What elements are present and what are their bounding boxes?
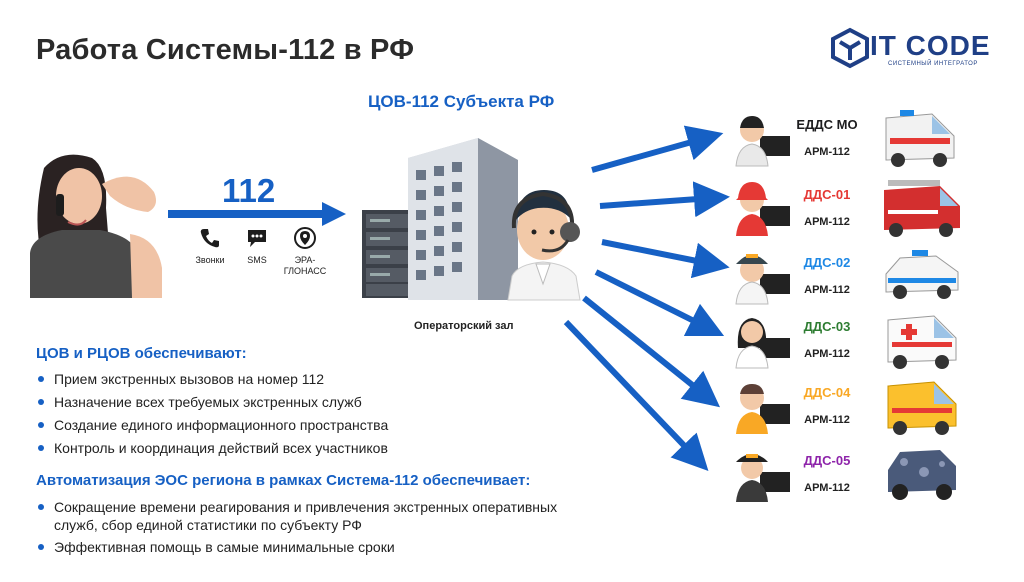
list-item: Прием экстренных вызовов на номер 112 bbox=[36, 370, 636, 393]
service-subtitle: АРМ-112 bbox=[804, 414, 850, 426]
channel-label: ЭРА- ГЛОНАСС bbox=[283, 255, 327, 276]
call-arrow bbox=[168, 202, 348, 226]
operator-illustration bbox=[498, 180, 588, 301]
call-number: 112 bbox=[222, 172, 276, 209]
arrow-right-icon bbox=[168, 202, 346, 226]
operator-headset-icon bbox=[507, 190, 581, 301]
channel-calls: Звонки bbox=[180, 226, 240, 265]
arrow-to-dds02 bbox=[601, 239, 730, 279]
list-item: Создание единого информационного простра… bbox=[36, 416, 636, 439]
service-subtitle: АРМ-112 bbox=[804, 146, 850, 158]
logo-text: IT CODE bbox=[870, 30, 991, 61]
service-name: ДДС-02 bbox=[803, 255, 851, 270]
dispatcher-icon bbox=[735, 116, 790, 167]
service-subtitle: АРМ-112 bbox=[804, 216, 850, 228]
gas-dispatcher-icon bbox=[736, 384, 790, 434]
list-item: Назначение всех требуемых экстренных слу… bbox=[36, 393, 636, 416]
service-name: ДДС-05 bbox=[803, 453, 851, 468]
bullet-dot bbox=[38, 376, 44, 382]
list-item-text: Назначение всех требуемых экстренных слу… bbox=[54, 394, 362, 410]
operator-hall-label: Операторский зал bbox=[414, 320, 514, 332]
gas-service-van-icon bbox=[887, 381, 957, 435]
sms-icon bbox=[248, 230, 266, 247]
service-subtitle: АРМ-112 bbox=[804, 482, 850, 494]
service-row-dds02: ДДС-02 АРМ-112 bbox=[732, 248, 972, 310]
channel-label: SMS bbox=[247, 255, 267, 265]
phone-icon bbox=[200, 229, 219, 248]
service-subtitle: АРМ-112 bbox=[804, 284, 850, 296]
list-item-text: Сокращение времени реагирования и привле… bbox=[54, 499, 558, 533]
section1-list: Прием экстренных вызовов на номер 112 На… bbox=[36, 370, 636, 462]
caller-person-icon bbox=[30, 154, 162, 298]
fire-truck-icon bbox=[884, 180, 960, 237]
list-item-text: Контроль и координация действий всех уча… bbox=[54, 440, 388, 456]
service-row-edds: ЕДДС МО АРМ-112 bbox=[732, 110, 972, 172]
service-name: ЕДДС МО bbox=[796, 117, 858, 132]
service-row-dds05: ДДС-05 АРМ-112 bbox=[732, 446, 972, 508]
bullet-dot bbox=[38, 399, 44, 405]
logo-cube-icon bbox=[831, 27, 869, 69]
channel-label: Звонки bbox=[195, 255, 225, 265]
ambulance-icon bbox=[887, 315, 957, 369]
map-pin-icon bbox=[294, 227, 316, 249]
arrow-to-dds03 bbox=[594, 269, 725, 337]
section2-heading: Автоматизация ЭОС региона в рамках Систе… bbox=[36, 472, 531, 489]
center-title: ЦОВ-112 Субъекта РФ bbox=[368, 92, 555, 111]
list-item: Эффективная помощь в самые минимальные с… bbox=[36, 538, 676, 560]
service-row-dds01: ДДС-01 АРМ-112 bbox=[732, 180, 972, 242]
firefighter-dispatcher-icon bbox=[736, 182, 790, 236]
armored-vehicle-icon bbox=[888, 450, 956, 500]
channel-era-glonass: ЭРА- ГЛОНАСС bbox=[275, 226, 335, 277]
bullet-dot bbox=[38, 445, 44, 451]
service-row-dds04: ДДС-04 АРМ-112 bbox=[732, 378, 972, 440]
police-dispatcher-icon bbox=[735, 254, 790, 305]
building-illustration bbox=[408, 130, 518, 300]
logo-subtitle: СИСТЕМНЫЙ ИНТЕГРАТОР bbox=[888, 61, 978, 67]
list-item-text: Прием экстренных вызовов на номер 112 bbox=[54, 371, 325, 387]
arrow-to-edds bbox=[591, 125, 724, 173]
service-subtitle: АРМ-112 bbox=[804, 348, 850, 360]
building-icon bbox=[408, 138, 518, 300]
service-name: ДДС-04 bbox=[803, 385, 851, 400]
list-item: Контроль и координация действий всех уча… bbox=[36, 439, 636, 462]
page-title: Работа Системы-112 в РФ bbox=[36, 34, 415, 66]
caller-illustration bbox=[22, 148, 172, 298]
bullet-dot bbox=[38, 544, 44, 550]
section2-list: Сокращение времени реагирования и привле… bbox=[36, 498, 676, 560]
ambulance-van-icon bbox=[885, 110, 955, 167]
medic-dispatcher-icon bbox=[735, 318, 790, 369]
list-item-text: Создание единого информационного простра… bbox=[54, 417, 389, 433]
bullet-dot bbox=[38, 422, 44, 428]
service-name: ДДС-01 bbox=[803, 187, 851, 202]
list-item: Сокращение времени реагирования и привле… bbox=[36, 498, 676, 538]
list-item-text: Эффективная помощь в самые минимальные с… bbox=[54, 539, 395, 555]
service-name: ДДС-03 bbox=[803, 319, 851, 334]
police-car-icon bbox=[885, 250, 959, 299]
service-row-dds03: ДДС-03 АРМ-112 bbox=[732, 312, 972, 374]
military-dispatcher-icon bbox=[736, 454, 790, 502]
arrow-to-dds01 bbox=[599, 181, 730, 218]
bullet-dot bbox=[38, 504, 44, 510]
channel-sms: SMS bbox=[227, 226, 287, 265]
section1-heading: ЦОВ и РЦОВ обеспечивают: bbox=[36, 345, 247, 362]
it-code-logo bbox=[830, 27, 870, 69]
